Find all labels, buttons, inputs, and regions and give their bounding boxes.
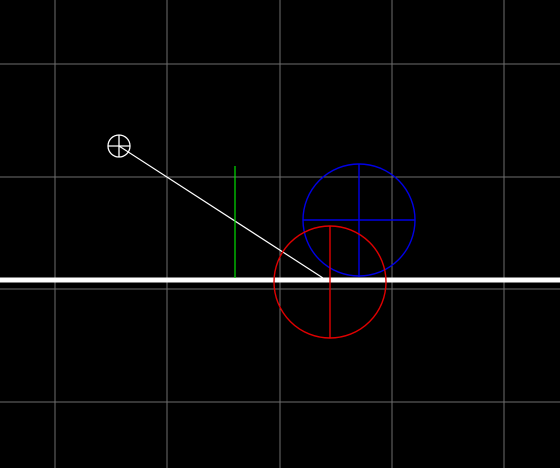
red-circle[interactable] (273, 225, 387, 339)
guide-line[interactable] (118, 145, 324, 279)
crosshair-icon[interactable] (107, 134, 131, 158)
blue-circle[interactable] (302, 163, 416, 277)
